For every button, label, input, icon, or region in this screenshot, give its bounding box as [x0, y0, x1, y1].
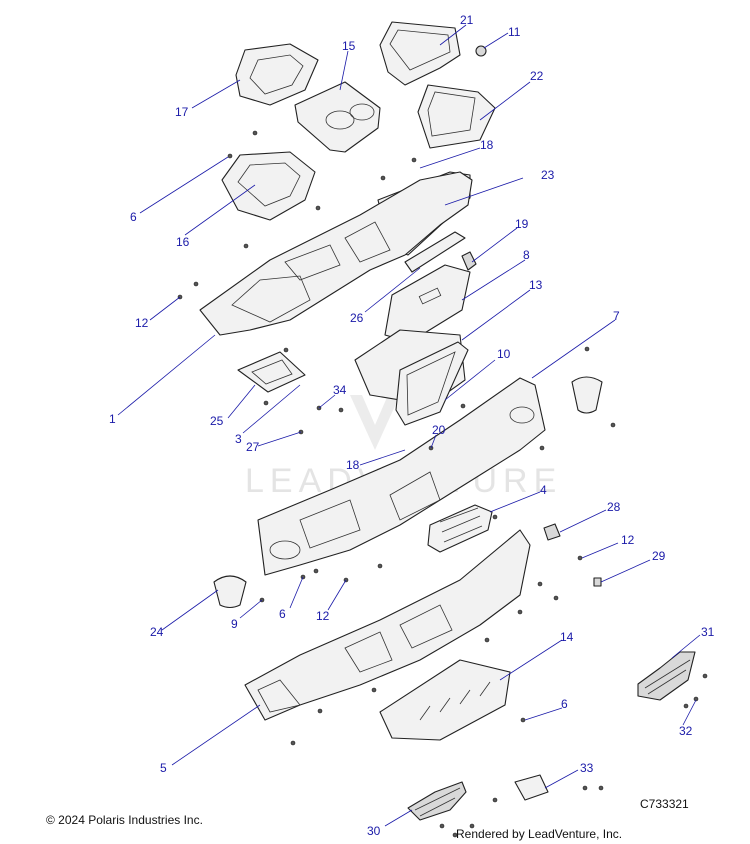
part-26-trim [404, 231, 466, 273]
callout-27: 27 [246, 440, 260, 454]
callout-14: 14 [560, 630, 574, 644]
callout-12c: 12 [316, 609, 330, 623]
callout-12b: 12 [621, 533, 635, 547]
callout-34: 34 [333, 383, 347, 397]
callout-22: 22 [530, 69, 544, 83]
part-19-latch [461, 251, 477, 271]
part-10-frame [395, 341, 469, 426]
callout-1: 1 [109, 412, 116, 426]
part-21-hood [379, 21, 461, 86]
part-15-cupholder-insert [294, 81, 381, 153]
rendered-by-text: Rendered by LeadVenture, Inc. [456, 827, 623, 841]
callout-18a: 18 [480, 138, 494, 152]
part-5-lower-fascia [244, 529, 531, 721]
callout-21: 21 [460, 13, 474, 27]
callout-17: 17 [175, 105, 189, 119]
callout-7: 7 [613, 309, 620, 323]
copyright-text: © 2024 Polaris Industries Inc. [46, 813, 203, 827]
callout-19: 19 [515, 217, 529, 231]
part-7-lower-dash [257, 377, 546, 576]
callout-8: 8 [523, 248, 530, 262]
callout-16: 16 [176, 235, 190, 249]
callout-4: 4 [540, 483, 547, 497]
callout-30: 30 [367, 824, 381, 838]
callout-9: 9 [231, 617, 238, 631]
callout-6b: 6 [279, 607, 286, 621]
part-16-gauge-housing [221, 151, 316, 221]
part-14-storage-tray [379, 659, 511, 741]
part-11-grommet [475, 45, 487, 57]
part-33-vent-housing [514, 774, 549, 801]
part-cup-insert [571, 376, 603, 414]
callout-25: 25 [210, 414, 224, 428]
callout-13: 13 [529, 278, 543, 292]
callout-6c: 6 [561, 697, 568, 711]
part-29-clip [593, 577, 602, 587]
part-22-tray [417, 84, 496, 149]
part-25-bracket [237, 351, 306, 393]
callout-31: 31 [701, 625, 715, 639]
callout-20: 20 [432, 423, 446, 437]
hardware-fasteners [177, 130, 708, 838]
part-4-switch-panel [427, 504, 493, 553]
callout-23: 23 [541, 168, 555, 182]
leader-lines [117, 24, 701, 827]
callout-28: 28 [607, 500, 621, 514]
part-8-glovebox-door [384, 264, 471, 343]
callouts: 21 11 15 17 22 18 23 6 16 19 8 12 26 13 … [109, 13, 715, 838]
part-28-bracket [543, 523, 561, 541]
callout-5: 5 [160, 761, 167, 775]
callout-3: 3 [235, 432, 242, 446]
callout-6a: 6 [130, 210, 137, 224]
part-1-upper-dash [199, 171, 473, 336]
callout-11: 11 [508, 25, 521, 39]
callout-32: 32 [679, 724, 693, 738]
part-24-cup-insert [213, 575, 247, 609]
part-17-gauge-bezel [235, 43, 319, 106]
part-30-vent-grille [407, 781, 467, 821]
diagram-code: C733321 [640, 797, 689, 811]
callout-26: 26 [350, 311, 364, 325]
callout-24: 24 [150, 625, 164, 639]
part-31-vent-grille [637, 651, 696, 701]
callout-18b: 18 [346, 458, 360, 472]
callout-15: 15 [342, 39, 356, 53]
callout-33: 33 [580, 761, 594, 775]
callout-10: 10 [497, 347, 511, 361]
callout-29: 29 [652, 549, 666, 563]
callout-12a: 12 [135, 316, 149, 330]
